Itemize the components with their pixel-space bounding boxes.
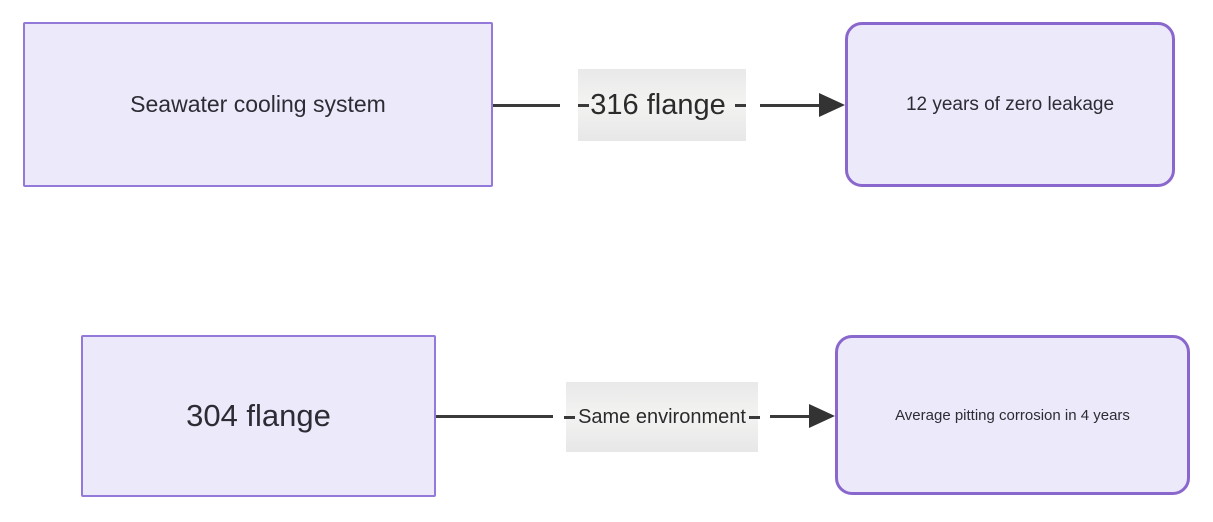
arrowhead-icon [819,93,845,117]
edge-dash [564,415,576,419]
arrowhead-icon [809,404,835,428]
edge-label-316-flange: 316 flange [578,69,746,141]
edge-dash [734,103,746,107]
edge-label-text: Same environment [578,405,746,428]
node-average-pitting-corrosion: Average pitting corrosion in 4 years [835,335,1190,495]
node-12-years-zero-leakage: 12 years of zero leakage [845,22,1175,187]
edge-line-segment [770,415,812,418]
edge-dash [748,415,760,419]
node-seawater-cooling-system: Seawater cooling system [23,22,493,187]
edge-line-segment [760,104,822,107]
edge-line-segment [436,415,553,418]
edge-label-same-environment: Same environment [564,382,760,452]
node-304-flange: 304 flange [81,335,436,497]
edge-label-text: 316 flange [590,88,726,121]
edge-dash [578,103,590,107]
edge-line-segment [493,104,560,107]
